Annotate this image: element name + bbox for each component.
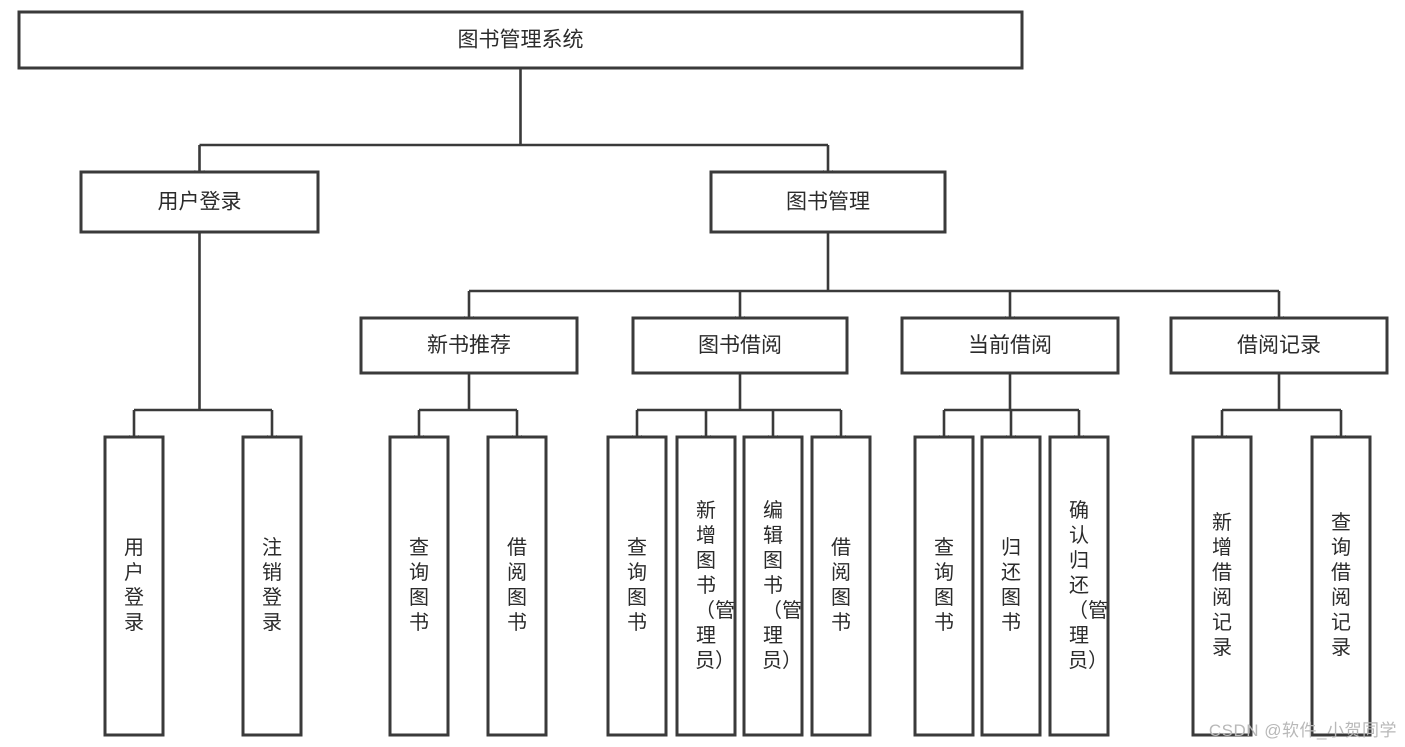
node-box-leaf-query-book-1 <box>388 435 450 737</box>
node-label-borrow: 图书借阅 <box>698 334 782 357</box>
node-box-bookmgmt <box>709 170 947 234</box>
node-box-leaf-return-book <box>980 435 1042 737</box>
node-box-leaf-add-book <box>675 435 737 737</box>
node-box-login <box>79 170 320 234</box>
node-label-records: 借阅记录 <box>1237 334 1321 357</box>
node-label-current: 当前借阅 <box>968 334 1052 357</box>
node-label-login: 用户登录 <box>158 191 242 214</box>
node-box-records <box>1169 316 1389 375</box>
node-box-leaf-logout <box>241 435 303 737</box>
node-boxes-layer <box>17 10 1389 737</box>
node-box-leaf-confirm-return <box>1048 435 1110 737</box>
node-label-root: 图书管理系统 <box>458 29 584 52</box>
connectors-layer <box>129 68 1346 446</box>
node-box-newbook <box>359 316 579 375</box>
node-box-leaf-query-book-3 <box>913 435 975 737</box>
watermark-text: CSDN @软件_小贺同学 <box>1208 721 1397 740</box>
node-box-root <box>17 10 1024 70</box>
node-box-leaf-add-record <box>1191 435 1253 737</box>
node-label-newbook: 新书推荐 <box>427 334 511 357</box>
node-box-current <box>900 316 1120 375</box>
node-box-leaf-query-book-2 <box>606 435 668 737</box>
node-box-leaf-edit-book <box>742 435 804 737</box>
node-box-leaf-user-login <box>103 435 165 737</box>
node-box-leaf-query-record <box>1310 435 1372 737</box>
node-label-bookmgmt: 图书管理 <box>786 191 870 214</box>
node-box-leaf-borrow-book-2 <box>810 435 872 737</box>
node-box-leaf-borrow-book-1 <box>486 435 548 737</box>
node-box-borrow <box>631 316 849 375</box>
